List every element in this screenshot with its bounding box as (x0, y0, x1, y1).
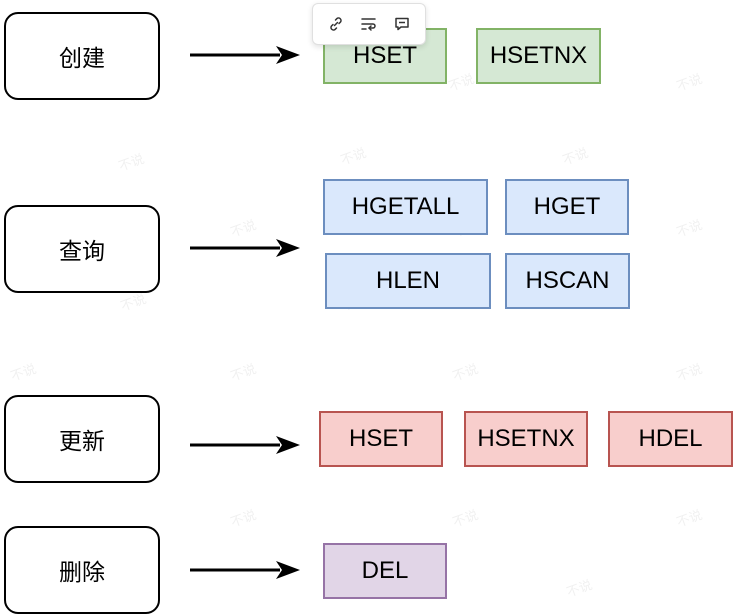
op-delete-box[interactable]: 删除 (4, 526, 160, 614)
arrow-create (190, 46, 300, 64)
cmd-query-hscan[interactable]: HSCAN (505, 253, 630, 309)
op-update-label: 更新 (59, 429, 105, 455)
watermark: 不说 (674, 361, 705, 385)
watermark: 不说 (228, 217, 259, 241)
link-icon (329, 17, 342, 31)
comment-icon (395, 17, 410, 31)
cmd-query-hlen[interactable]: HLEN (325, 253, 491, 309)
watermark: 不说 (446, 71, 477, 95)
cmd-label: HDEL (638, 425, 703, 452)
wrap-text-button[interactable] (356, 11, 382, 37)
watermark: 不说 (560, 145, 591, 169)
cmd-label: HSCAN (525, 267, 610, 294)
cmd-update-hsetnx[interactable]: HSETNX (464, 411, 588, 467)
arrow-delete (190, 561, 300, 579)
op-query-label: 查询 (59, 239, 105, 265)
watermark: 不说 (450, 507, 481, 531)
op-create-box[interactable]: 创建 (4, 12, 160, 100)
watermark: 不说 (338, 145, 369, 169)
op-update-box[interactable]: 更新 (4, 395, 160, 483)
watermark: 不说 (674, 217, 705, 241)
cmd-label: HLEN (375, 267, 441, 294)
op-delete-label: 删除 (59, 560, 105, 586)
op-create-label: 创建 (59, 46, 105, 72)
arrow-query (190, 239, 300, 257)
watermark: 不说 (8, 361, 39, 385)
watermark: 不说 (228, 361, 259, 385)
op-query-box[interactable]: 查询 (4, 205, 160, 293)
watermark: 不说 (116, 151, 147, 175)
watermark: 不说 (450, 361, 481, 385)
cmd-update-hset[interactable]: HSET (319, 411, 443, 467)
cmd-label: HSET (348, 425, 413, 452)
wrap-text-icon (361, 18, 376, 31)
arrow-update (190, 436, 300, 454)
cmd-label: HGET (533, 193, 601, 220)
cmd-label: HSET (352, 42, 417, 69)
cmd-label: HSETNX (489, 42, 588, 69)
cmd-create-hsetnx[interactable]: HSETNX (476, 28, 601, 84)
cmd-label: HSETNX (477, 425, 575, 452)
cmd-label: HGETALL (351, 193, 460, 220)
cmd-delete-del[interactable]: DEL (323, 543, 447, 599)
watermark: 不说 (564, 577, 595, 601)
link-button[interactable] (323, 11, 349, 37)
floating-toolbar (312, 3, 426, 45)
cmd-update-hdel[interactable]: HDEL (608, 411, 733, 467)
cmd-query-hget[interactable]: HGET (505, 179, 629, 235)
cmd-label: DEL (361, 557, 409, 584)
cmd-query-hgetall[interactable]: HGETALL (323, 179, 488, 235)
watermark: 不说 (674, 507, 705, 531)
watermark: 不说 (228, 507, 259, 531)
comment-button[interactable] (389, 11, 415, 37)
watermark: 不说 (674, 71, 705, 95)
